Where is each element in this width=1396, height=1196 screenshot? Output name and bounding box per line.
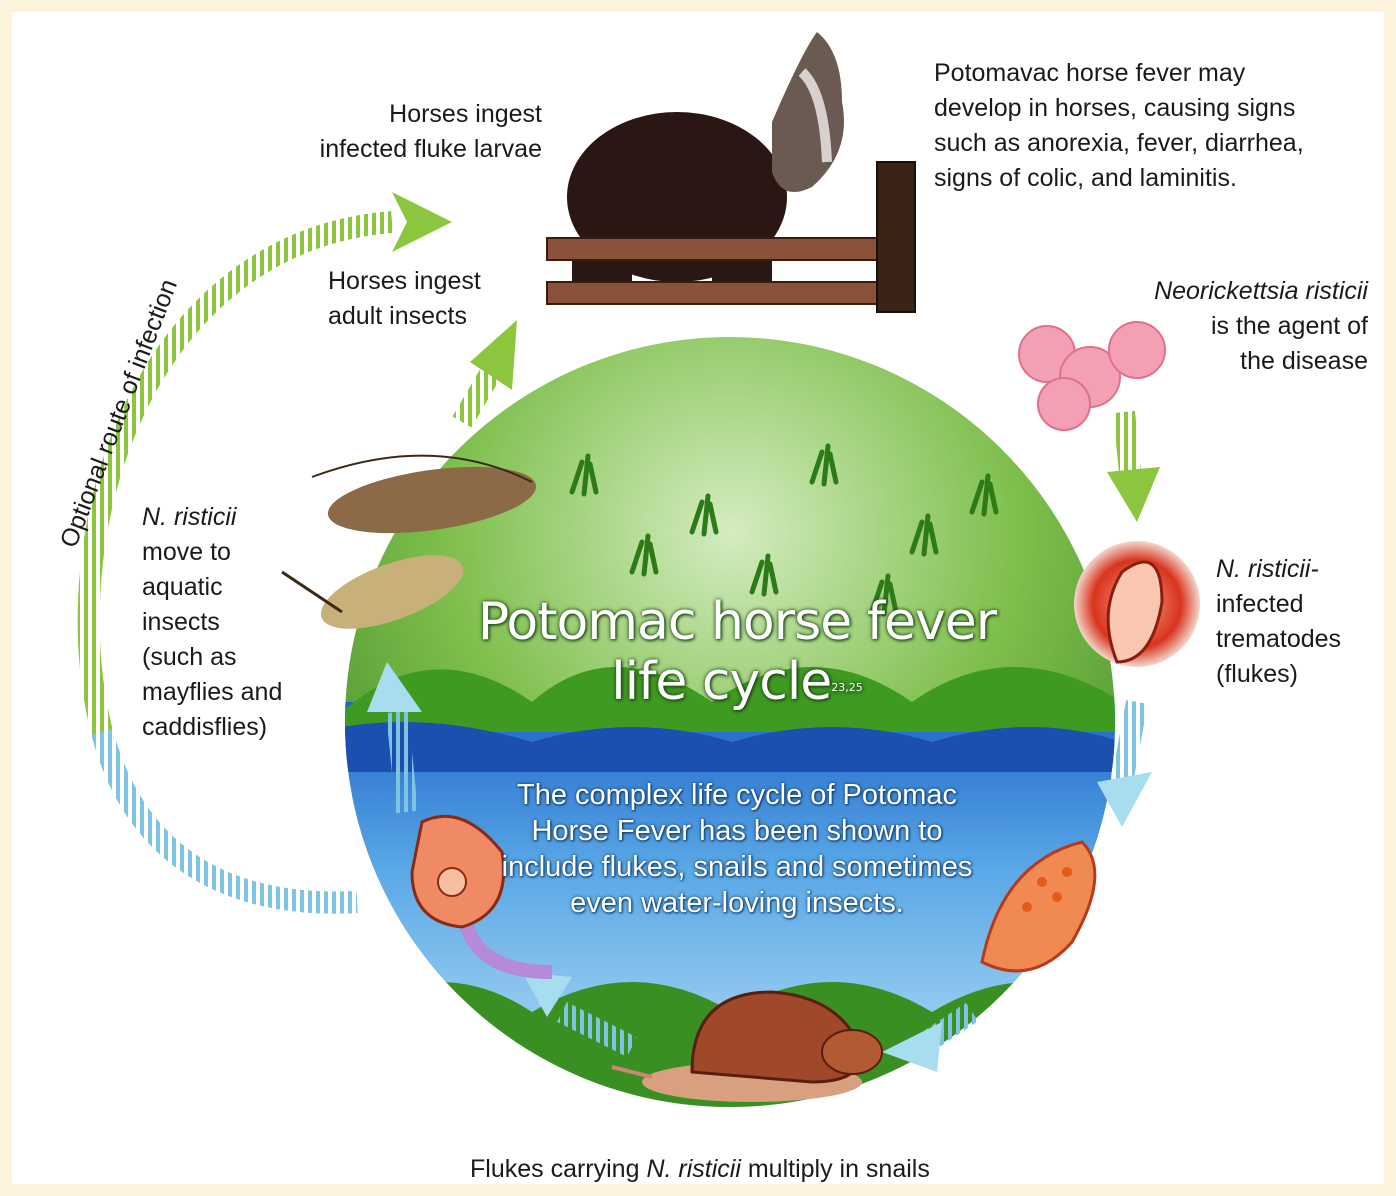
title-line-1: Potomac horse fever [412,592,1062,652]
diagram-subtitle: The complex life cycle of Potomac Horse … [482,777,992,921]
flukes-label: N. risticii- infected trematodes (flukes… [1216,552,1376,692]
trematode-fluke [1074,541,1200,667]
ingest-insects-label: Horses ingest adult insects [328,264,548,334]
agent-label: Neorickettsia risticii is the agent of t… [1062,274,1368,379]
snails-label: Flukes carrying N. risticii multiply in … [470,1152,1070,1187]
horse-illustration [547,32,915,312]
agent-to-fluke-arrow [1107,412,1160,522]
disease-signs-label: Potomavac horse fever may develop in hor… [934,56,1384,196]
title-reference: 23,25 [831,681,863,694]
title-line-2: life cycle23,25 [412,652,1062,712]
ingest-larvae-label: Horses ingest infected fluke larvae [272,97,542,167]
insects-label: N. risticii move to aquatic insects (suc… [142,500,332,745]
diagram-title: Potomac horse fever life cycle23,25 [412,592,1062,712]
insects-to-horse-arrow [462,320,517,422]
